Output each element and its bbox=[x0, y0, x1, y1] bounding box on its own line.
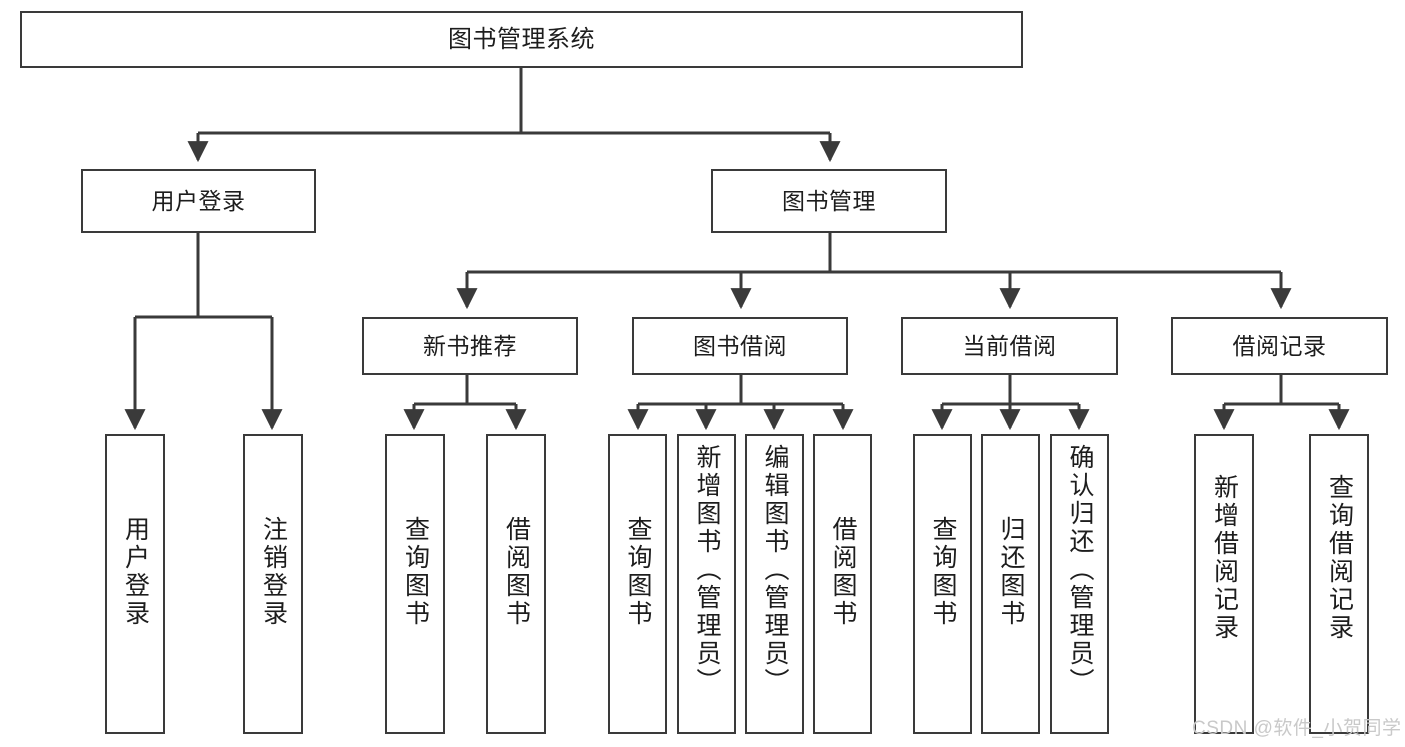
node-book-management[interactable]: 图书管理 bbox=[711, 169, 947, 233]
node-label: 借阅图书 bbox=[502, 516, 531, 628]
node-label: 图书管理系统 bbox=[448, 25, 595, 53]
node-label: 用户登录 bbox=[151, 187, 246, 214]
leaf-current-confirm-return-admin[interactable]: 确认归还（管理员） bbox=[1050, 434, 1109, 734]
node-label: 图书管理 bbox=[782, 187, 876, 214]
node-label: 编辑图书（管理员） bbox=[761, 444, 789, 696]
node-label: 归还图书 bbox=[997, 516, 1025, 628]
csdn-watermark: CSDN @软件_小贺同学 bbox=[1192, 718, 1402, 739]
node-borrow-record[interactable]: 借阅记录 bbox=[1171, 317, 1388, 375]
node-label: 用户登录 bbox=[121, 516, 150, 628]
node-label: 当前借阅 bbox=[962, 332, 1057, 359]
node-label: 借阅记录 bbox=[1232, 332, 1327, 359]
node-label: 新增借阅记录 bbox=[1210, 474, 1239, 642]
node-label: 新增图书（管理员） bbox=[693, 444, 721, 696]
node-label: 查询图书 bbox=[929, 516, 957, 628]
leaf-current-query-book[interactable]: 查询图书 bbox=[913, 434, 972, 734]
leaf-recommend-query-book[interactable]: 查询图书 bbox=[385, 434, 445, 734]
node-new-book-recommend[interactable]: 新书推荐 bbox=[362, 317, 578, 375]
node-label: 查询图书 bbox=[401, 516, 430, 628]
node-root-system[interactable]: 图书管理系统 bbox=[20, 11, 1023, 68]
node-label: 查询图书 bbox=[624, 516, 652, 628]
node-label: 确认归还（管理员） bbox=[1066, 444, 1094, 696]
node-label: 查询借阅记录 bbox=[1325, 474, 1354, 642]
leaf-recommend-borrow-book[interactable]: 借阅图书 bbox=[486, 434, 546, 734]
leaf-borrow-add-book-admin[interactable]: 新增图书（管理员） bbox=[677, 434, 736, 734]
leaf-current-return-book[interactable]: 归还图书 bbox=[981, 434, 1040, 734]
node-book-borrow[interactable]: 图书借阅 bbox=[632, 317, 848, 375]
node-current-borrow[interactable]: 当前借阅 bbox=[901, 317, 1118, 375]
leaf-user-login-signin[interactable]: 用户登录 bbox=[105, 434, 165, 734]
leaf-user-login-signout[interactable]: 注销登录 bbox=[243, 434, 303, 734]
node-label: 注销登录 bbox=[259, 516, 288, 628]
leaf-record-add-record[interactable]: 新增借阅记录 bbox=[1194, 434, 1254, 734]
node-label: 图书借阅 bbox=[693, 332, 787, 359]
leaf-borrow-borrow-book[interactable]: 借阅图书 bbox=[813, 434, 872, 734]
node-user-login[interactable]: 用户登录 bbox=[81, 169, 316, 233]
node-label: 借阅图书 bbox=[829, 516, 857, 628]
leaf-borrow-query-book[interactable]: 查询图书 bbox=[608, 434, 667, 734]
node-label: 新书推荐 bbox=[423, 332, 517, 359]
leaf-record-query-record[interactable]: 查询借阅记录 bbox=[1309, 434, 1369, 734]
leaf-borrow-edit-book-admin[interactable]: 编辑图书（管理员） bbox=[745, 434, 804, 734]
